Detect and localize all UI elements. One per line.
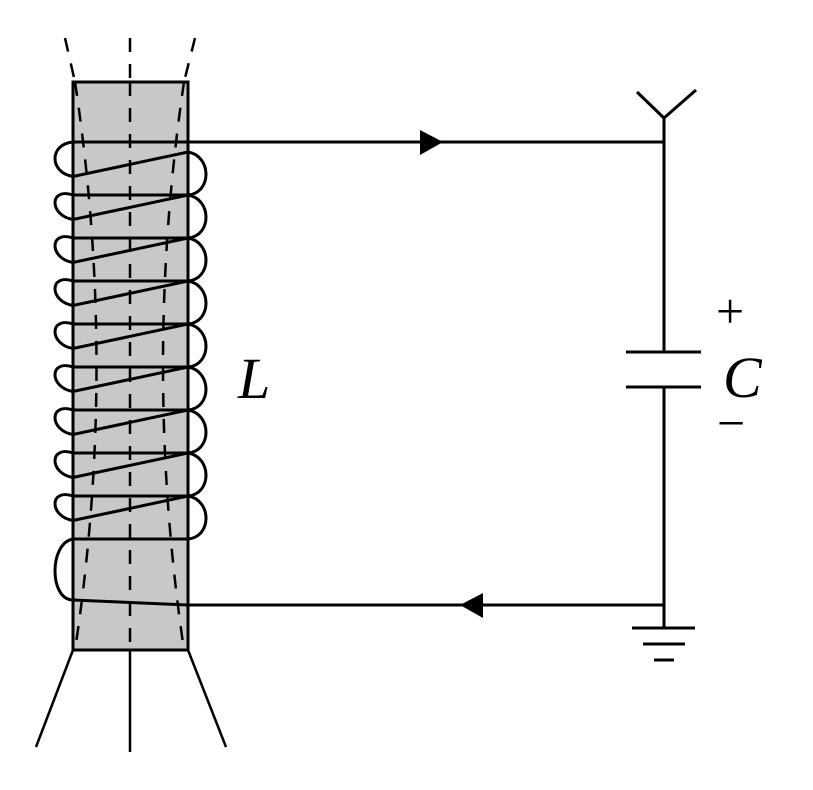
arrowhead-icon bbox=[420, 130, 443, 155]
capacitor-plus-sign: + bbox=[716, 283, 744, 339]
inductor-coil bbox=[53, 140, 208, 607]
inductor-label: L bbox=[237, 346, 270, 411]
magnetic-field-lines-inside bbox=[73, 81, 186, 651]
capacitor-label: C bbox=[723, 345, 763, 410]
magnetic-field-lines-top bbox=[63, 37, 197, 83]
magnetic-field-lines-bottom bbox=[34, 649, 228, 752]
ground-icon bbox=[632, 626, 695, 662]
antenna-icon bbox=[635, 88, 697, 142]
arrowhead-icon bbox=[460, 593, 483, 618]
capacitor bbox=[626, 350, 701, 389]
capacitor-minus-sign: − bbox=[717, 395, 745, 451]
